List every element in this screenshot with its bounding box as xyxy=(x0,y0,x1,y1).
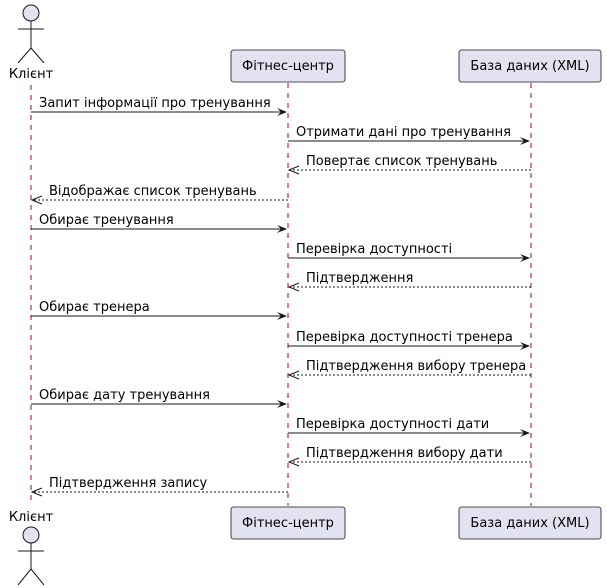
message-11: Обирає дату тренування xyxy=(31,388,287,408)
participant-label-center-top: Фітнес-центр xyxy=(242,59,334,74)
actor-label-top: Клієнт xyxy=(9,67,54,82)
open-arrowhead-icon xyxy=(287,282,300,292)
message-label: Повертає список тренувань xyxy=(306,154,497,169)
filled-arrowhead-icon xyxy=(520,137,530,145)
actor-head-icon xyxy=(22,526,40,544)
message-8: Обирає тренера xyxy=(31,300,287,320)
open-arrowhead-icon xyxy=(30,487,43,497)
participant-center-bottom: Фітнес-центр xyxy=(230,506,346,540)
filled-arrowhead-icon xyxy=(277,108,287,116)
participant-label-center-bottom: Фітнес-центр xyxy=(242,516,334,531)
filled-arrowhead-icon xyxy=(277,225,287,233)
message-2: Отримати дані про тренування xyxy=(288,125,530,145)
message-label: Підтвердження xyxy=(306,271,413,286)
message-label: Підтвердження вибору тренера xyxy=(306,359,526,374)
message-1: Запит інформації про тренування xyxy=(31,96,287,116)
message-14: Підтвердження запису xyxy=(30,476,288,497)
message-label: Підтвердження вибору дати xyxy=(306,446,503,461)
message-5: Обирає тренування xyxy=(31,213,287,233)
message-9: Перевірка доступності тренера xyxy=(288,330,530,350)
message-label: Відображає список тренувань xyxy=(49,184,257,199)
message-label: Перевірка доступності xyxy=(296,242,452,257)
open-arrowhead-icon xyxy=(30,195,43,205)
open-arrowhead-icon xyxy=(287,370,300,380)
filled-arrowhead-icon xyxy=(520,254,530,262)
message-label: Отримати дані про тренування xyxy=(296,125,511,140)
filled-arrowhead-icon xyxy=(277,312,287,320)
messages-group: Запит інформації про тренуванняОтримати … xyxy=(30,96,531,497)
open-arrowhead-icon xyxy=(287,457,300,467)
participant-label-db-bottom: База даних (XML) xyxy=(470,516,589,531)
message-12: Перевірка доступності дати xyxy=(288,417,530,437)
participant-db-bottom: База даних (XML) xyxy=(458,506,602,540)
filled-arrowhead-icon xyxy=(520,342,530,350)
message-label: Перевірка доступності дати xyxy=(296,417,489,432)
actor-label-bottom: Клієнт xyxy=(9,510,54,525)
participant-center-top: Фітнес-центр xyxy=(230,49,346,83)
filled-arrowhead-icon xyxy=(277,400,287,408)
open-arrowhead-icon xyxy=(287,165,300,175)
message-7: Підтвердження xyxy=(287,271,531,292)
filled-arrowhead-icon xyxy=(520,429,530,437)
message-label: Запит інформації про тренування xyxy=(39,96,271,111)
message-label: Перевірка доступності тренера xyxy=(296,330,513,345)
message-3: Повертає список тренувань xyxy=(287,154,531,175)
message-4: Відображає список тренувань xyxy=(30,184,288,205)
message-label: Обирає тренування xyxy=(39,213,174,228)
message-13: Підтвердження вибору дати xyxy=(287,446,531,467)
actor-client-bottom: Клієнт xyxy=(9,510,54,586)
message-label: Підтвердження запису xyxy=(49,476,207,491)
message-label: Обирає дату тренування xyxy=(39,388,210,403)
actor-client-top: Клієнт xyxy=(9,4,54,82)
actor-head-icon xyxy=(22,4,40,22)
participant-label-db-top: База даних (XML) xyxy=(470,59,589,74)
participant-db-top: База даних (XML) xyxy=(458,49,602,83)
message-label: Обирає тренера xyxy=(39,300,150,315)
message-6: Перевірка доступності xyxy=(288,242,530,262)
message-10: Підтвердження вибору тренера xyxy=(287,359,531,380)
